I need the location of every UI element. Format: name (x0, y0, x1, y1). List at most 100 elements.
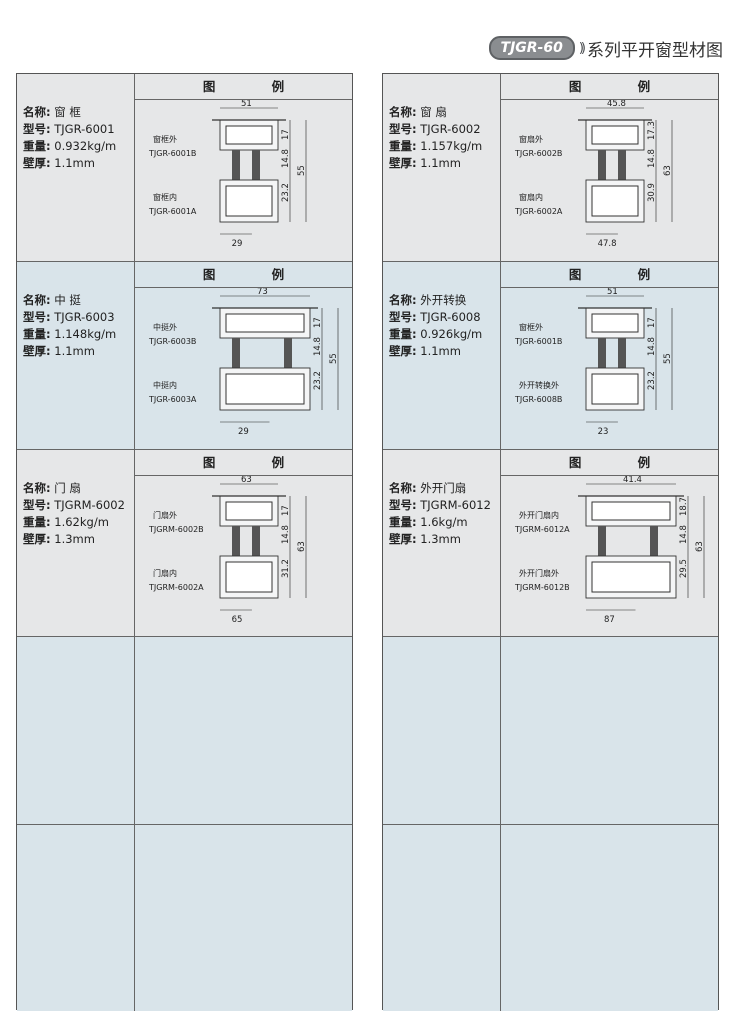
dimension-label: 63 (297, 541, 307, 552)
profile-row: 名称: 中 挺 型号: TJGR-6003 重量: 1.148kg/m 壁厚: … (17, 262, 352, 450)
weight-line: 重量: 1.148kg/m (23, 327, 117, 341)
dimension-label: 14.8 (679, 525, 689, 544)
dimension-label: 23 (598, 427, 609, 437)
dimension-label: 55 (297, 165, 307, 176)
dimension-label: 14.8 (647, 149, 657, 168)
empty-row (17, 637, 352, 825)
name-line: 名称: 外开转换 (389, 293, 467, 307)
part-label: 窗框外 (153, 134, 177, 144)
profile-figure: 41.418.714.829.56387外开门扇内TJGRM-6012A外开门扇… (514, 476, 705, 625)
dimension-label: 29 (232, 239, 243, 249)
dimension-label: 23.2 (647, 371, 657, 390)
part-label: 外开门扇内 (519, 510, 559, 520)
wall-line: 壁厚: 1.3mm (23, 532, 95, 546)
empty-row (17, 825, 352, 1011)
weight-line: 重量: 1.62kg/m (23, 515, 109, 529)
series-badge: TJGR-60 (488, 36, 575, 60)
wall-line: 壁厚: 1.1mm (389, 344, 461, 358)
part-label: 窗扇外 (519, 134, 543, 144)
part-label: 外开门扇外 (519, 568, 559, 578)
part-code: TJGR-6001A (148, 207, 197, 216)
wall-line: 壁厚: 1.3mm (389, 532, 461, 546)
dimension-label: 17 (647, 317, 657, 328)
dimension-label: 17.3 (647, 121, 657, 140)
empty-row (383, 637, 718, 825)
part-label: 窗框外 (519, 322, 543, 332)
profile-info: 名称: 外开门扇 型号: TJGRM-6012 重量: 1.6kg/m 壁厚: … (383, 450, 501, 636)
dimension-label: 87 (604, 615, 615, 625)
part-label: 中挺内 (153, 380, 177, 390)
profile-info: 名称: 中 挺 型号: TJGR-6003 重量: 1.148kg/m 壁厚: … (17, 262, 135, 449)
dimension-label: 51 (607, 288, 618, 297)
part-code: TJGRM-6012A (514, 525, 570, 534)
profile-drawing: 511714.823.25529窗框外TJGR-6001B窗框内TJGR-600… (148, 100, 307, 249)
dimension-label: 14.8 (313, 337, 323, 356)
profile-figure: 631714.831.26365门扇外TJGRM-6002B门扇内TJGRM-6… (148, 476, 307, 625)
part-code: TJGRM-6002A (148, 583, 204, 592)
dimension-label: 17 (313, 317, 323, 328)
profile-figure: 511714.823.25529窗框外TJGR-6001B窗框内TJGR-600… (148, 100, 307, 249)
profile-row: 名称: 外开转换 型号: TJGR-6008 重量: 0.926kg/m 壁厚:… (383, 262, 718, 450)
figure-heading: 图 例 (135, 262, 352, 288)
profile-drawing: 731714.823.25529中挺外TJGR-6003B中挺内TJGR-600… (148, 288, 339, 437)
dimension-label: 14.8 (281, 525, 291, 544)
part-code: TJGR-6001B (148, 149, 196, 158)
part-label: 中挺外 (153, 322, 177, 332)
dimension-label: 41.4 (623, 476, 642, 485)
dimension-label: 31.2 (281, 559, 291, 578)
part-code: TJGR-6001B (514, 337, 562, 346)
weight-line: 重量: 1.6kg/m (389, 515, 468, 529)
dimension-label: 23.2 (281, 183, 291, 202)
part-label: 门扇内 (153, 568, 177, 578)
model-line: 型号: TJGR-6003 (23, 310, 115, 324)
dimension-label: 14.8 (647, 337, 657, 356)
part-code: TJGRM-6012B (514, 583, 570, 592)
model-line: 型号: TJGRM-6002 (23, 498, 125, 512)
profile-drawing: 511714.823.25523窗框外TJGR-6001B外开转换外TJGR-6… (514, 288, 673, 437)
profile-info: 名称: 门 扇 型号: TJGRM-6002 重量: 1.62kg/m 壁厚: … (17, 450, 135, 636)
figure-heading: 图 例 (135, 74, 352, 100)
profile-drawing: 41.418.714.829.56387外开门扇内TJGRM-6012A外开门扇… (514, 476, 705, 625)
figure-heading: 图 例 (501, 262, 718, 288)
empty-row (383, 825, 718, 1011)
weight-line: 重量: 0.926kg/m (389, 327, 483, 341)
part-code: TJGR-6003A (148, 395, 197, 404)
dimension-label: 23.2 (313, 371, 323, 390)
profile-info: 名称: 窗 框 型号: TJGR-6001 重量: 0.932kg/m 壁厚: … (17, 74, 135, 261)
page-title: 系列平开窗型材图 (587, 40, 723, 61)
empty-info (383, 825, 501, 1011)
dimension-label: 14.8 (281, 149, 291, 168)
name-line: 名称: 窗 框 (23, 105, 81, 119)
dimension-label: 45.8 (607, 100, 626, 109)
dimension-label: 65 (232, 615, 243, 625)
weight-line: 重量: 0.932kg/m (23, 139, 117, 153)
profile-row: 名称: 门 扇 型号: TJGRM-6002 重量: 1.62kg/m 壁厚: … (17, 450, 352, 637)
dimension-label: 17 (281, 129, 291, 140)
profile-row: 名称: 外开门扇 型号: TJGRM-6012 重量: 1.6kg/m 壁厚: … (383, 450, 718, 637)
dimension-label: 29 (238, 427, 249, 437)
part-label: 外开转换外 (519, 380, 559, 390)
profile-figure: 511714.823.25523窗框外TJGR-6001B外开转换外TJGR-6… (514, 288, 673, 437)
right-column: 名称: 窗 扇 型号: TJGR-6002 重量: 1.157kg/m 壁厚: … (382, 73, 719, 1011)
profile-row: 名称: 窗 框 型号: TJGR-6001 重量: 0.932kg/m 壁厚: … (17, 74, 352, 262)
left-column: 名称: 窗 框 型号: TJGR-6001 重量: 0.932kg/m 壁厚: … (16, 73, 353, 1011)
profile-row: 名称: 窗 扇 型号: TJGR-6002 重量: 1.157kg/m 壁厚: … (383, 74, 718, 262)
dimension-label: 63 (241, 476, 252, 485)
model-line: 型号: TJGRM-6012 (389, 498, 491, 512)
empty-info (383, 637, 501, 824)
part-code: TJGR-6002A (514, 207, 563, 216)
figure-heading: 图 例 (135, 450, 352, 476)
wall-line: 壁厚: 1.1mm (389, 156, 461, 170)
dimension-label: 73 (257, 288, 268, 297)
dimension-label: 55 (663, 353, 673, 364)
empty-info (17, 637, 135, 824)
wall-line: 壁厚: 1.1mm (23, 156, 95, 170)
model-line: 型号: TJGR-6002 (389, 122, 481, 136)
name-line: 名称: 中 挺 (23, 293, 81, 307)
page-header: TJGR-60 )) 系列平开窗型材图 (488, 36, 723, 61)
part-code: TJGRM-6002B (148, 525, 204, 534)
dimension-label: 30.9 (647, 183, 657, 202)
